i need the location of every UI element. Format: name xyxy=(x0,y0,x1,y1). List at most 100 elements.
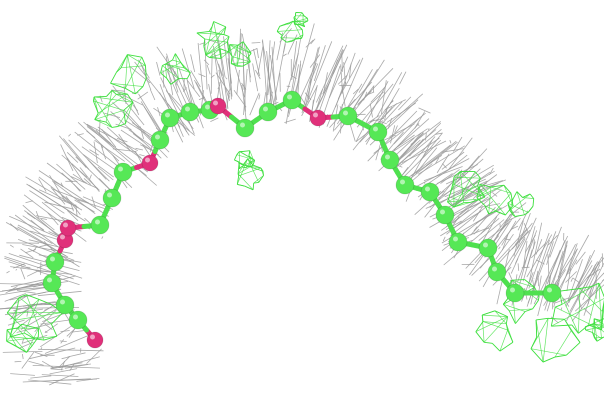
gray-mesh-line-287 xyxy=(183,77,185,92)
gray-mesh-line-684 xyxy=(557,244,576,278)
carbon-atom-8[interactable] xyxy=(102,188,122,208)
carbon-atom-11[interactable] xyxy=(150,130,170,150)
oxygen-atom-0[interactable] xyxy=(86,331,104,349)
gray-mesh-line-593 xyxy=(480,211,501,235)
oxygen-atom-19[interactable] xyxy=(309,109,327,127)
gray-mesh-line-636 xyxy=(523,222,529,234)
atom-highlight-19 xyxy=(313,112,318,118)
gray-mesh-line-355 xyxy=(267,41,276,96)
green-mesh-line-98 xyxy=(160,72,167,79)
green-mesh-line-302 xyxy=(477,185,482,199)
carbon-atom-30[interactable] xyxy=(542,283,562,303)
carbon-atom-1[interactable] xyxy=(68,310,88,330)
green-mesh-line-408 xyxy=(502,303,510,312)
atom-highlight-15 xyxy=(213,100,218,106)
green-mesh-line-109 xyxy=(166,77,172,85)
green-mesh-line-73 xyxy=(94,96,133,103)
gray-mesh-line-28 xyxy=(38,348,104,352)
carbon-atom-18[interactable] xyxy=(282,90,302,110)
gray-mesh-line-392 xyxy=(303,41,333,110)
gray-mesh-line-283 xyxy=(166,53,179,93)
carbon-atom-28[interactable] xyxy=(487,262,507,282)
gray-mesh-line-443 xyxy=(381,80,387,115)
gray-mesh-line-688 xyxy=(554,297,570,304)
green-mesh-line-160 xyxy=(229,44,248,59)
gray-mesh-line-658 xyxy=(528,232,550,289)
carbon-atom-22[interactable] xyxy=(380,150,400,170)
green-mesh-line-21 xyxy=(14,297,20,321)
gray-mesh-line-629 xyxy=(495,231,528,267)
carbon-atom-3[interactable] xyxy=(42,273,62,293)
gray-mesh-line-78 xyxy=(0,286,51,296)
carbon-atom-23[interactable] xyxy=(395,175,415,195)
green-mesh-line-420 xyxy=(509,308,533,312)
green-mesh-line-15 xyxy=(26,294,45,341)
carbon-atom-2[interactable] xyxy=(55,295,75,315)
gray-mesh-line-615 xyxy=(495,233,514,260)
atom-highlight-12 xyxy=(165,112,170,118)
gray-mesh-line-288 xyxy=(186,77,193,107)
green-mesh-line-309 xyxy=(453,176,481,179)
molecule-atoms xyxy=(42,90,562,349)
atom-highlight-6 xyxy=(63,222,68,228)
carbon-atom-20[interactable] xyxy=(338,106,358,126)
oxygen-atom-6[interactable] xyxy=(59,219,77,237)
green-mesh-line-138 xyxy=(205,48,221,56)
green-mesh-line-320 xyxy=(480,183,492,188)
gray-mesh-line-511 xyxy=(435,157,440,164)
gray-mesh-line-128 xyxy=(14,214,59,248)
carbon-atom-21[interactable] xyxy=(368,122,388,142)
green-mesh-line-287 xyxy=(239,151,254,160)
green-mesh-line-196 xyxy=(279,23,289,27)
green-mesh-line-128 xyxy=(211,21,215,27)
gray-mesh-line-110 xyxy=(20,248,34,259)
green-mesh-line-288 xyxy=(480,196,486,200)
green-mesh-line-75 xyxy=(134,86,144,95)
green-mesh-line-111 xyxy=(160,62,181,74)
gray-mesh-line-21 xyxy=(67,352,86,358)
green-mesh-line-396 xyxy=(554,330,572,358)
gray-mesh-line-153 xyxy=(38,178,47,192)
green-mesh-line-147 xyxy=(205,36,230,56)
green-mesh-line-344 xyxy=(529,193,535,199)
green-mesh-line-135 xyxy=(209,48,221,58)
green-mesh-line-453 xyxy=(596,338,602,342)
gray-mesh-line-230 xyxy=(104,112,121,118)
gray-mesh-line-680 xyxy=(565,243,578,276)
carbon-atom-27[interactable] xyxy=(478,238,498,258)
carbon-atom-26[interactable] xyxy=(448,232,468,252)
carbon-atom-29[interactable] xyxy=(505,283,525,303)
carbon-atom-24[interactable] xyxy=(420,182,440,202)
gray-mesh-line-276 xyxy=(165,67,195,134)
green-mesh-line-346 xyxy=(527,205,534,213)
carbon-atom-13[interactable] xyxy=(180,102,200,122)
gray-mesh-line-228 xyxy=(135,147,143,151)
gray-mesh-line-690 xyxy=(570,278,573,282)
carbon-atom-16[interactable] xyxy=(235,118,255,138)
green-mesh-line-422 xyxy=(503,298,508,305)
gray-mesh-line-512 xyxy=(402,141,458,185)
gray-mesh-line-46 xyxy=(44,323,58,334)
carbon-atom-25[interactable] xyxy=(435,205,455,225)
green-mesh-line-448 xyxy=(482,314,508,317)
green-mesh-line-413 xyxy=(524,279,535,288)
carbon-atom-4[interactable] xyxy=(45,252,65,272)
gray-mesh-line-349 xyxy=(258,94,261,100)
carbon-atom-17[interactable] xyxy=(258,102,278,122)
carbon-atom-7[interactable] xyxy=(90,215,110,235)
gray-mesh-line-661 xyxy=(549,226,562,258)
carbon-atom-12[interactable] xyxy=(160,108,180,128)
gray-mesh-line-327 xyxy=(236,69,240,95)
carbon-atom-9[interactable] xyxy=(113,162,133,182)
green-mesh-line-125 xyxy=(196,32,206,40)
gray-mesh-line-619 xyxy=(498,246,501,250)
green-mesh-line-102 xyxy=(172,53,176,61)
oxygen-atom-10[interactable] xyxy=(141,154,159,172)
gray-mesh-line-171 xyxy=(56,163,86,190)
oxygen-atom-15[interactable] xyxy=(209,97,227,115)
gray-mesh-line-164 xyxy=(49,174,66,202)
green-mesh-line-26 xyxy=(31,336,39,347)
green-mesh-line-78 xyxy=(110,71,117,84)
